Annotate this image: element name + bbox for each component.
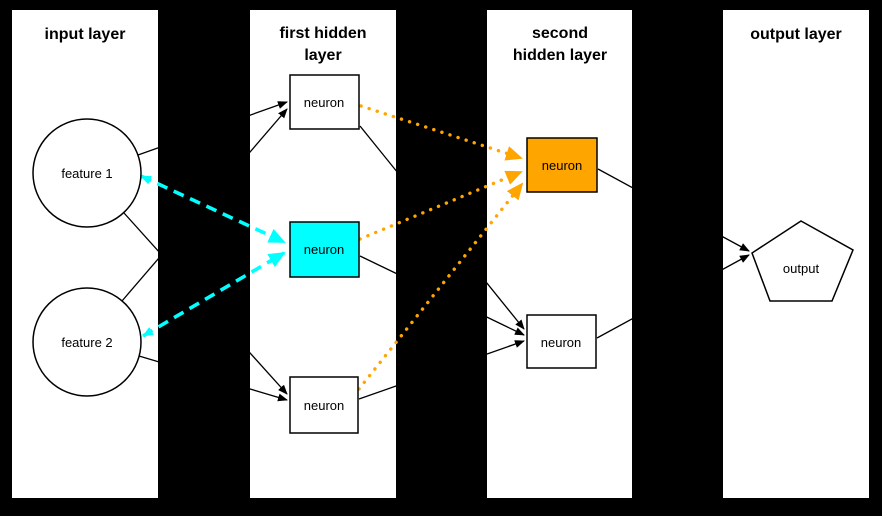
edge-hidden2-top-to-output	[597, 168, 750, 252]
node-hidden1-top-neuron	[289, 74, 360, 130]
edge-feature1-to-hidden1-middle-dashed	[140, 174, 286, 244]
node-hidden1-bottom-neuron	[289, 376, 359, 434]
edge-hidden1-top-to-hidden2-bottom	[359, 125, 525, 330]
node-label-hidden2-bottom: neuron	[541, 335, 581, 350]
node-label-hidden2-top: neuron	[542, 158, 582, 173]
node-label-hidden1-bottom: neuron	[304, 398, 344, 413]
panel-title-input-layer: input layer	[45, 26, 126, 43]
node-label-output: output	[783, 261, 820, 276]
panel-title-first-hidden-line1: first hidden	[279, 25, 366, 42]
edge-feature1-to-hidden1-top	[137, 101, 288, 156]
panel-second-hidden-layer	[487, 10, 632, 498]
node-output-pentagon	[751, 220, 854, 302]
edge-hidden1-bottom-to-hidden2-top-dotted	[357, 182, 524, 391]
node-hidden2-bottom-neuron	[526, 314, 597, 369]
edge-hidden1-bottom-to-hidden2-bottom	[358, 340, 525, 400]
node-label-feature-1: feature 1	[61, 166, 112, 181]
node-hidden2-top-neuron	[526, 137, 598, 193]
edge-feature2-to-hidden1-bottom	[138, 355, 288, 402]
node-label-feature-2: feature 2	[61, 335, 112, 350]
node-label-hidden1-middle: neuron	[304, 242, 344, 257]
edge-hidden1-top-to-hidden2-top-dotted	[359, 104, 523, 161]
node-feature-2	[32, 287, 142, 397]
node-label-hidden1-top: neuron	[304, 95, 344, 110]
edge-hidden1-middle-to-hidden2-bottom	[359, 255, 525, 336]
edge-hidden1-middle-to-hidden2-top-dotted	[358, 170, 523, 241]
edge-feature2-to-hidden1-middle-dashed	[142, 251, 286, 338]
panel-title-output-layer: output layer	[750, 26, 842, 43]
panel-input-layer	[12, 10, 158, 498]
node-feature-1	[32, 118, 142, 228]
edge-hidden2-bottom-to-output	[596, 254, 750, 339]
panel-title-first-hidden-line2: layer	[304, 47, 341, 64]
panel-title-second-hidden-line2: hidden layer	[513, 47, 607, 64]
panel-title-second-hidden-line1: second	[532, 25, 588, 42]
node-hidden1-middle-neuron	[289, 221, 360, 278]
